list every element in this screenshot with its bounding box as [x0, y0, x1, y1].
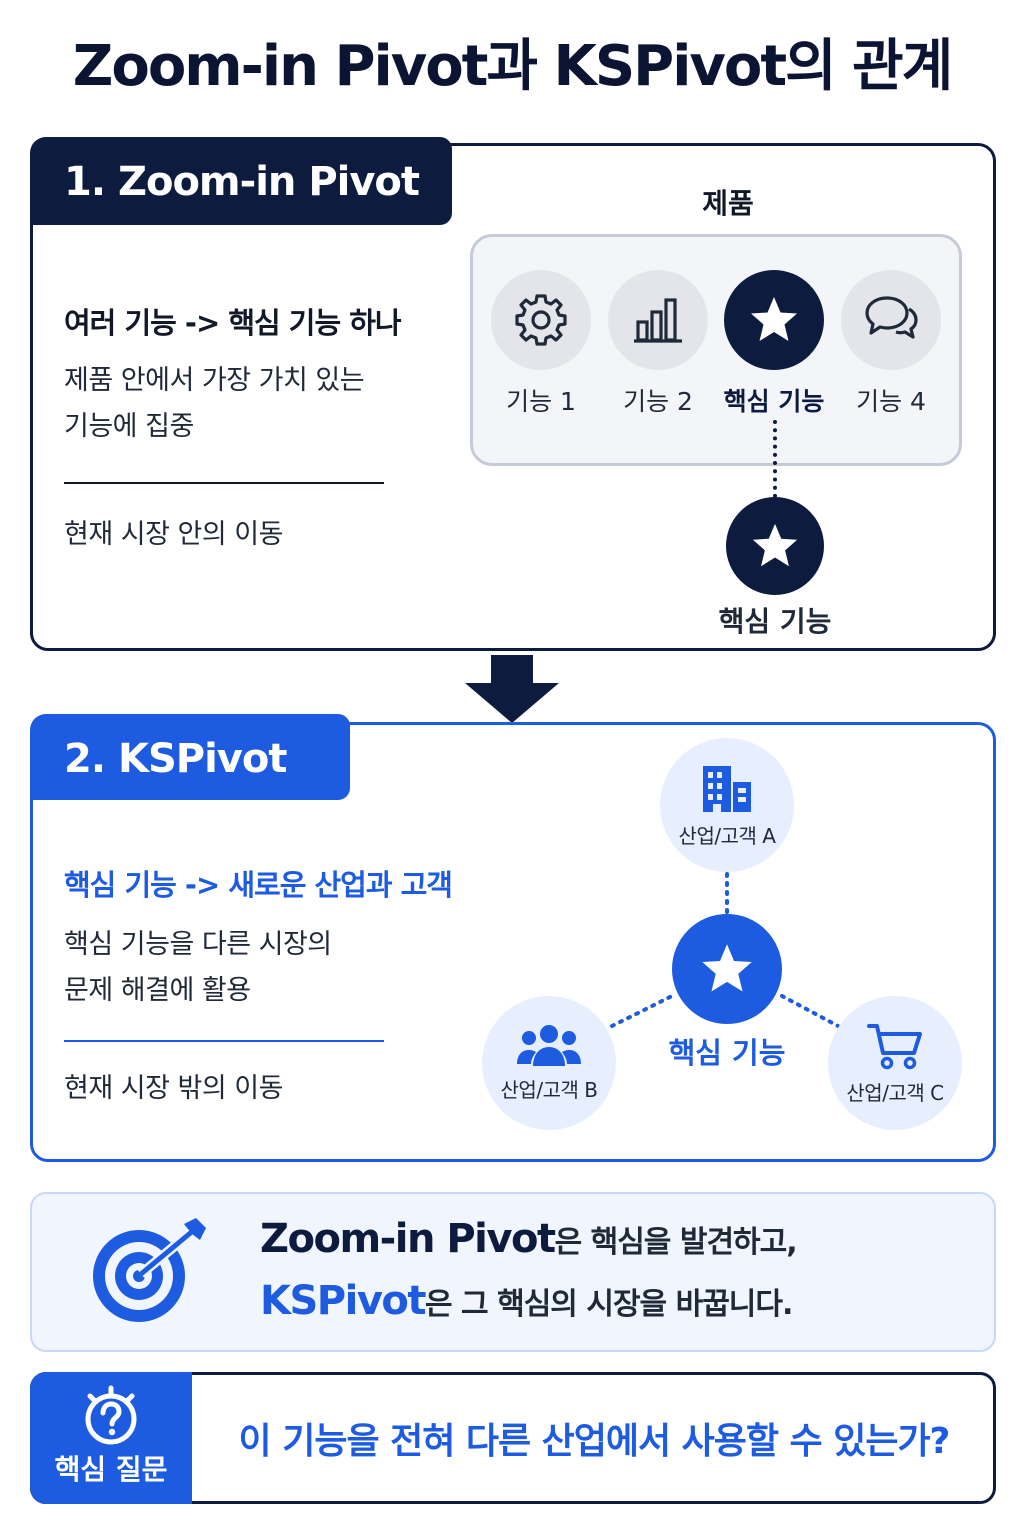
- key-question-badge-label: 핵심 질문: [54, 1453, 168, 1486]
- product-label: 제품: [702, 187, 754, 220]
- industry-c-label: 산업/고객 C: [846, 1080, 944, 1105]
- zoom-in-lead: 여러 기능 -> 핵심 기능 하나: [64, 306, 402, 340]
- cart-icon: [867, 1023, 922, 1069]
- summary-line-2-rest: 은 그 핵심의 시장을 바꿉니다.: [425, 1287, 793, 1322]
- building-icon: [703, 765, 751, 812]
- summary-kspivot-term: KSPivot: [260, 1278, 427, 1324]
- summary-line-1-rest: 은 핵심을 발견하고,: [554, 1225, 798, 1260]
- down-arrow-icon: [465, 655, 559, 723]
- summary-box: [30, 1192, 996, 1352]
- zoom-in-desc-line2: 기능에 집중: [64, 411, 194, 442]
- extracted-core-feature: [726, 497, 824, 595]
- kspivot-desc-line2: 문제 해결에 활용: [64, 975, 251, 1006]
- zoom-in-desc-line1: 제품 안에서 가장 가치 있는: [64, 365, 365, 396]
- summary-zoom-in-term: Zoom-in Pivot: [260, 1216, 556, 1262]
- industry-a-label: 산업/고객 A: [678, 823, 776, 848]
- divider: [64, 1040, 384, 1042]
- summary-line-2: KSPivot은 그 핵심의 시장을 바꿉니다.: [260, 1278, 793, 1324]
- core-feature-label: 핵심 기능: [723, 387, 825, 416]
- zoom-in-pivot-tab: 1. Zoom-in Pivot: [30, 137, 452, 225]
- bar-chart-icon: [634, 298, 682, 343]
- star-icon: [751, 297, 797, 341]
- kspivot-tab: 2. KSPivot: [30, 714, 350, 800]
- chat-bubbles-icon: [865, 296, 918, 339]
- page-title: Zoom-in Pivot과 KSPivot의 관계: [72, 34, 953, 99]
- zoom-in-movement: 현재 시장 안의 이동: [64, 519, 283, 550]
- people-icon: [517, 1024, 581, 1066]
- question-icon: [85, 1385, 137, 1445]
- extracted-core-feature-label: 핵심 기능: [718, 605, 832, 638]
- dotted-connector: [773, 420, 777, 498]
- key-question-text: 이 기능을 전혀 다른 산업에서 사용할 수 있는가?: [238, 1421, 951, 1462]
- feature-2-label: 기능 2: [623, 387, 693, 416]
- core-feature-hub: [672, 914, 782, 1024]
- feature-4-circle: [841, 270, 941, 370]
- industry-a-node: 산업/고객 A: [660, 738, 794, 872]
- core-feature-hub-label: 핵심 기능: [668, 1036, 786, 1070]
- divider: [64, 482, 384, 484]
- kspivot-desc-line1: 핵심 기능을 다른 시장의: [64, 929, 332, 960]
- gear-icon: [515, 294, 567, 346]
- target-icon: [93, 1218, 206, 1322]
- feature-1-label: 기능 1: [506, 387, 576, 416]
- feature-1-circle: [491, 270, 591, 370]
- industry-c-node: 산업/고객 C: [828, 996, 962, 1130]
- industry-b-node: 산업/고객 B: [482, 996, 616, 1130]
- feature-2-circle: [608, 270, 708, 370]
- core-feature-circle: [724, 270, 824, 370]
- star-icon: [752, 523, 798, 567]
- feature-4-label: 기능 4: [856, 387, 926, 416]
- kspivot-movement: 현재 시장 밖의 이동: [64, 1073, 283, 1104]
- summary-line-1: Zoom-in Pivot은 핵심을 발견하고,: [260, 1216, 798, 1262]
- star-icon: [702, 944, 752, 992]
- industry-b-label: 산업/고객 B: [500, 1077, 598, 1102]
- kspivot-lead: 핵심 기능 -> 새로운 산업과 고객: [64, 868, 453, 902]
